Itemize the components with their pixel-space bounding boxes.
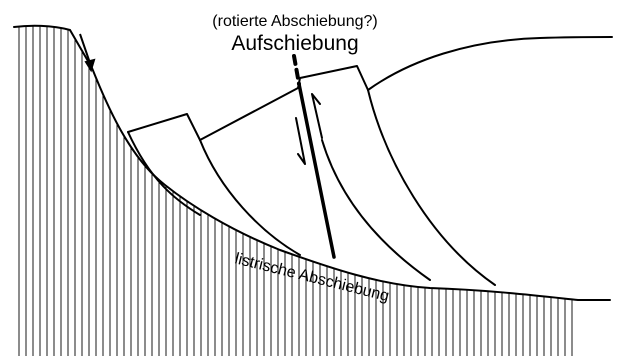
footwall-hatching	[19, 20, 579, 356]
rotated-block-2	[298, 66, 368, 90]
ground-surface	[368, 37, 612, 90]
rotated-block-1	[128, 114, 200, 140]
label-thrust-fault: Aufschiebung	[231, 32, 358, 55]
sense-arrow-up	[312, 94, 322, 138]
reverse-fault-dashed	[294, 56, 299, 84]
rotated-block-2-fault	[368, 90, 495, 285]
rotated-block-2-base	[322, 140, 430, 280]
sense-arrow-down	[296, 118, 305, 164]
hangingwall-surface	[200, 88, 298, 140]
label-rotated-normal-fault: (rotierte Abschiebung?)	[212, 13, 377, 30]
